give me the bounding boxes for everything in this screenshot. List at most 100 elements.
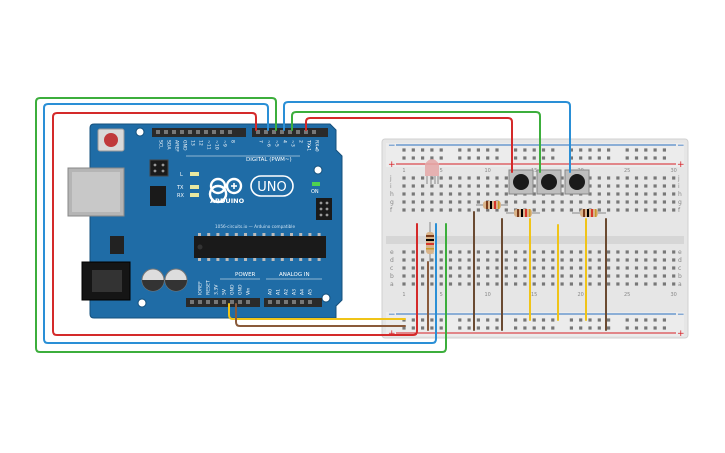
header-pin[interactable] [280,130,284,134]
terminal-hole[interactable] [458,176,462,180]
terminal-hole[interactable] [579,250,583,254]
terminal-hole[interactable] [402,250,406,254]
terminal-hole[interactable] [625,176,629,180]
terminal-hole[interactable] [532,258,536,262]
terminal-hole[interactable] [495,184,499,188]
rail-hole[interactable] [597,326,601,330]
header-pin[interactable] [264,130,268,134]
terminal-hole[interactable] [588,266,592,270]
rail-hole[interactable] [495,326,499,330]
rail-hole[interactable] [476,148,480,152]
terminal-hole[interactable] [523,266,527,270]
terminal-hole[interactable] [644,192,648,196]
terminal-hole[interactable] [634,282,639,286]
terminal-hole[interactable] [504,192,508,196]
terminal-hole[interactable] [458,184,462,188]
terminal-hole[interactable] [421,200,425,204]
terminal-hole[interactable] [588,192,592,196]
terminal-hole[interactable] [439,274,443,278]
header-pin[interactable] [206,300,210,304]
terminal-hole[interactable] [402,176,406,180]
terminal-hole[interactable] [421,282,425,286]
terminal-hole[interactable] [448,184,453,188]
rail-hole[interactable] [439,318,443,322]
rail-hole[interactable] [514,156,518,160]
terminal-hole[interactable] [634,250,639,254]
header-pin[interactable] [268,300,272,304]
wire-red-button1[interactable] [305,117,513,173]
terminal-hole[interactable] [569,250,573,254]
terminal-hole[interactable] [644,184,648,188]
rail-hole[interactable] [653,318,657,322]
header-pin[interactable] [156,130,160,134]
rail-hole[interactable] [569,318,573,322]
terminal-hole[interactable] [458,282,462,286]
terminal-hole[interactable] [672,184,676,188]
rail-hole[interactable] [634,326,639,330]
terminal-hole[interactable] [644,200,648,204]
terminal-hole[interactable] [421,250,425,254]
rail-hole[interactable] [458,148,462,152]
terminal-hole[interactable] [541,200,546,204]
terminal-hole[interactable] [486,184,490,188]
rail-hole[interactable] [532,156,536,160]
rail-hole[interactable] [653,326,657,330]
terminal-hole[interactable] [662,274,666,278]
terminal-hole[interactable] [439,258,443,262]
rail-hole[interactable] [634,156,639,160]
terminal-hole[interactable] [532,192,536,196]
wire-green-loop[interactable] [35,97,447,353]
rail-hole[interactable] [569,148,573,152]
terminal-hole[interactable] [532,250,536,254]
terminal-hole[interactable] [579,258,583,262]
rail-hole[interactable] [495,156,499,160]
rgb-led[interactable] [425,159,439,184]
terminal-hole[interactable] [476,274,480,278]
terminal-hole[interactable] [495,192,499,196]
wire-blue-loop[interactable] [43,103,437,344]
rail-hole[interactable] [551,156,555,160]
rail-hole[interactable] [625,156,629,160]
terminal-hole[interactable] [402,200,406,204]
header-pin[interactable] [212,130,216,134]
terminal-hole[interactable] [523,200,527,204]
terminal-hole[interactable] [402,184,406,188]
terminal-hole[interactable] [634,208,639,212]
terminal-hole[interactable] [402,258,406,262]
terminal-hole[interactable] [579,274,583,278]
terminal-hole[interactable] [476,184,480,188]
terminal-hole[interactable] [448,200,453,204]
terminal-hole[interactable] [504,282,508,286]
terminal-hole[interactable] [476,208,480,212]
rail-hole[interactable] [597,156,601,160]
rail-hole[interactable] [588,318,592,322]
rail-hole[interactable] [514,326,518,330]
terminal-hole[interactable] [569,258,573,262]
terminal-hole[interactable] [541,274,546,278]
terminal-hole[interactable] [672,282,676,286]
terminal-hole[interactable] [653,184,657,188]
terminal-hole[interactable] [551,208,555,212]
terminal-hole[interactable] [430,192,434,196]
terminal-hole[interactable] [607,266,611,270]
terminal-hole[interactable] [402,208,406,212]
rail-hole[interactable] [476,156,480,160]
header-pin[interactable] [272,130,276,134]
header-pin[interactable] [180,130,184,134]
header-pin[interactable] [164,130,168,134]
rail-hole[interactable] [597,318,601,322]
terminal-hole[interactable] [625,282,629,286]
terminal-hole[interactable] [625,274,629,278]
terminal-hole[interactable] [532,200,536,204]
terminal-hole[interactable] [597,184,601,188]
header-pin[interactable] [312,130,316,134]
terminal-hole[interactable] [486,208,490,212]
terminal-hole[interactable] [532,282,536,286]
terminal-hole[interactable] [634,266,639,270]
terminal-hole[interactable] [560,266,564,270]
rail-hole[interactable] [532,318,536,322]
terminal-hole[interactable] [607,184,611,188]
terminal-hole[interactable] [597,200,601,204]
rail-hole[interactable] [421,148,425,152]
rail-hole[interactable] [476,318,480,322]
